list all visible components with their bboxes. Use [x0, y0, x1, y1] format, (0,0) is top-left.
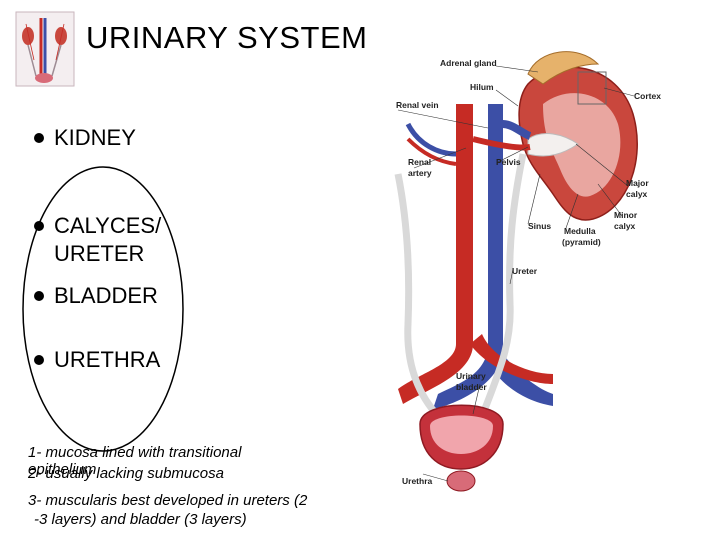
bullet-dot — [34, 133, 44, 143]
label-major-calyx-2: calyx — [626, 189, 648, 199]
bullet-text: CALYCES/ — [54, 213, 162, 238]
aorta — [398, 104, 473, 404]
label-renal-vein: Renal vein — [396, 100, 439, 110]
label-medulla-2: (pyramid) — [562, 237, 601, 247]
grouping-oval — [22, 166, 184, 452]
left-renal-vein — [405, 122, 457, 157]
bladder-mucosa — [430, 415, 493, 454]
note-3: 3- muscularis best developed in ureters … — [28, 491, 307, 510]
slide-title: URINARY SYSTEM — [86, 20, 368, 55]
bullet-urethra: URETHRA — [34, 346, 160, 374]
note-1-line-2: epithelium — [28, 461, 97, 478]
label-renal-artery-1: Renal — [408, 157, 431, 167]
kidney-medulla — [543, 93, 621, 197]
label-urethra: Urethra — [402, 476, 433, 486]
bullet-dot — [34, 291, 44, 301]
label-adrenal-gland: Adrenal gland — [440, 58, 497, 68]
renal-artery — [472, 136, 531, 151]
label-urinary-bladder-1: Urinary — [456, 371, 486, 381]
note-3-line-1: 3- muscularis best developed in ureters … — [28, 492, 308, 509]
urinary-system-thumbnail — [14, 10, 76, 88]
note-1-line-1: 1- mucosa lined with transitional — [28, 444, 242, 461]
note-1-cont: epithelium — [28, 460, 96, 479]
label-major-calyx-1: Major — [626, 178, 649, 188]
bullet-calyces-ureter: CALYCES/ URETER — [34, 212, 161, 268]
left-renal-artery — [406, 137, 457, 166]
iliac-artery — [470, 334, 553, 384]
ureter-right — [479, 153, 527, 416]
label-minor-calyx-1: Minor — [614, 210, 638, 220]
bullet-text: BLADDER — [54, 283, 158, 308]
note-2: 2- usually lacking submucosa — [28, 464, 224, 483]
label-medulla-1: Medulla — [564, 226, 596, 236]
label-renal-artery-2: artery — [408, 168, 432, 178]
label-minor-calyx-2: calyx — [614, 221, 636, 231]
note-2-line: 2- usually lacking submucosa — [28, 465, 224, 482]
label-pelvis: Pelvis — [496, 157, 521, 167]
bullet-text: KIDNEY — [54, 125, 136, 150]
urethra — [446, 470, 476, 492]
label-urinary-bladder-2: bladder — [456, 382, 487, 392]
bullet-dot — [34, 355, 44, 365]
vena-cava — [433, 104, 503, 409]
note-3-line-2: -3 layers) and bladder (3 layers) — [34, 511, 247, 528]
bullet-kidney: KIDNEY — [34, 124, 136, 152]
label-ureter: Ureter — [512, 266, 538, 276]
label-sinus: Sinus — [528, 221, 551, 231]
renal-vein — [502, 120, 532, 140]
bullet-text: URETHRA — [54, 347, 161, 372]
adrenal-gland — [527, 51, 600, 85]
renal-pelvis — [527, 133, 579, 157]
label-hilum: Hilum — [470, 82, 494, 92]
note-3-cont: -3 layers) and bladder (3 layers) — [34, 510, 247, 529]
bullet-dot — [34, 221, 44, 231]
note-1: 1- mucosa lined with transitional — [28, 443, 241, 462]
urinary-anatomy-figure: Adrenal gland Hilum Renal vein Cortex Re… — [394, 51, 661, 492]
cortex-inset — [577, 71, 607, 105]
leader-lines — [397, 65, 635, 482]
bullet-text-cont: URETER — [54, 241, 145, 266]
bullet-bladder: BLADDER — [34, 282, 158, 310]
label-cortex: Cortex — [634, 91, 661, 101]
ureter-left — [394, 173, 441, 419]
